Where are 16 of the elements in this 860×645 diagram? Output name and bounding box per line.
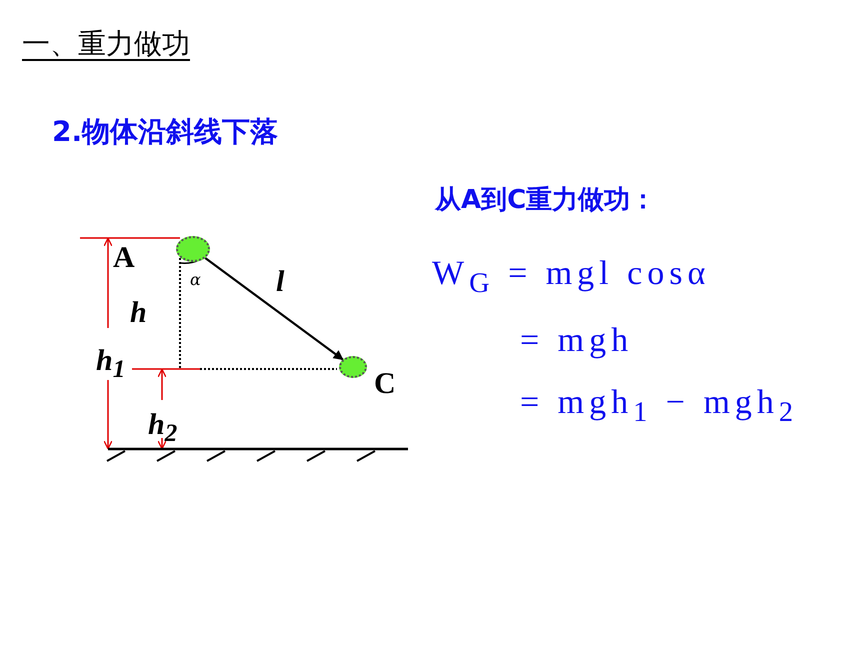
formula: = mgh	[520, 322, 634, 360]
edge-label: l	[276, 264, 284, 299]
formula-heading: 从A到C重力做功：	[435, 184, 656, 217]
ball	[176, 236, 210, 262]
subheading: 2.物体沿斜线下落	[52, 114, 278, 150]
ball	[339, 356, 367, 378]
height-label: h	[130, 296, 147, 330]
arrow	[204, 257, 344, 360]
angle-label: α	[190, 270, 201, 289]
point-label: C	[374, 367, 396, 401]
formula: = mgh$_{1}$ − mgh$_{2}$	[520, 384, 798, 429]
height-label: h$_{1}$	[96, 344, 126, 384]
point-label: A	[113, 241, 135, 275]
formula: W$_{G}$ = mgl cosα	[432, 255, 710, 300]
height-label: h$_{2}$	[148, 408, 178, 448]
heading: 一、重力做功	[22, 30, 190, 58]
